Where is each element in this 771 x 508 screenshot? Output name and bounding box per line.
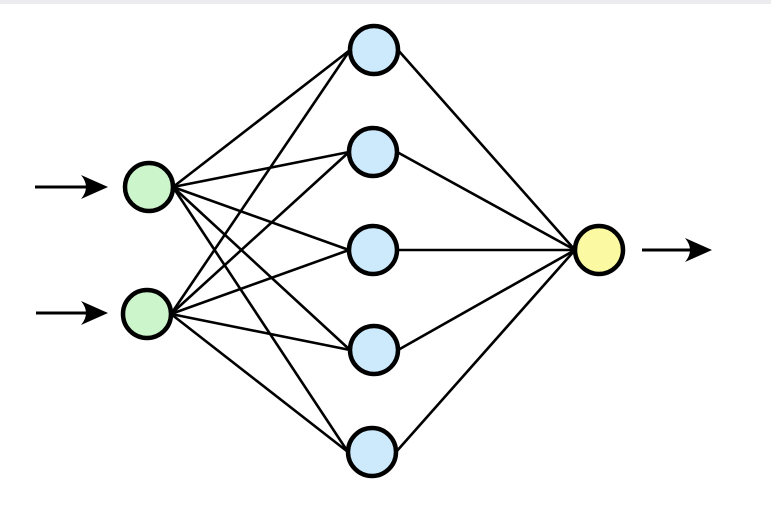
top-border-strip <box>0 0 771 4</box>
node-input-2 <box>120 287 174 341</box>
edge-input-1-hidden-3 <box>172 185 350 252</box>
input-arrow-1-head <box>81 175 108 199</box>
edge-input-1-hidden-4 <box>172 186 351 351</box>
node-hidden-4 <box>347 323 401 377</box>
edge-input-2-hidden-1 <box>169 49 352 315</box>
node-hidden-1 <box>347 23 401 77</box>
edge-input-1-hidden-5 <box>171 186 350 453</box>
edge-input-2-hidden-5 <box>170 312 349 454</box>
node-hidden-3 <box>346 223 400 277</box>
input-arrow-2-head <box>81 301 108 325</box>
edge-input-1-hidden-1 <box>172 48 351 189</box>
node-hidden-5 <box>345 425 399 479</box>
edge-input-2-hidden-2 <box>170 151 350 315</box>
edge-hidden-5-output-1 <box>395 249 576 453</box>
edge-input-1-hidden-2 <box>172 150 350 189</box>
edge-hidden-1-output-1 <box>397 49 576 251</box>
edge-hidden-2-output-1 <box>396 150 576 252</box>
node-input-1 <box>122 160 176 214</box>
edge-hidden-4-output-1 <box>397 248 576 352</box>
edge-input-2-hidden-3 <box>170 248 350 316</box>
edge-input-2-hidden-4 <box>170 312 351 352</box>
node-hidden-2 <box>346 125 400 179</box>
node-output-1 <box>572 223 626 277</box>
output-arrow-head <box>685 238 712 262</box>
